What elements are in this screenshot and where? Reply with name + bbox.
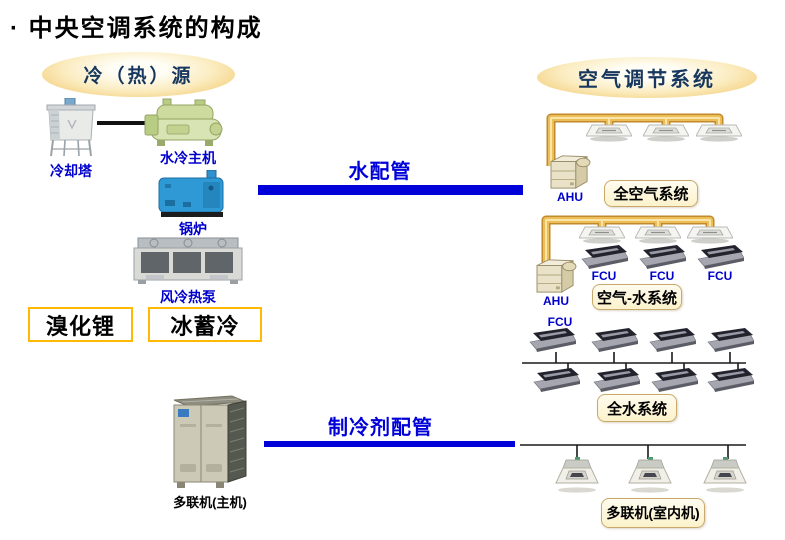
ceiling-diffuser-icon — [687, 226, 733, 244]
vrf-outdoor-unit-icon — [173, 395, 247, 488]
ceiling-diffuser-icon — [586, 124, 632, 142]
boiler-icon — [158, 170, 224, 217]
tower-chiller-connector-line — [97, 121, 145, 125]
air-system-header-label: 空气调节系统 — [578, 69, 716, 91]
fcu-icon — [706, 368, 754, 396]
option-box-lithium-bromide: 溴化锂 — [28, 307, 133, 342]
fcu-label: FCU — [591, 269, 617, 283]
system-box-all-air-label: 全空气系统 — [613, 186, 689, 203]
ceiling-diffuser-icon — [635, 226, 681, 244]
ahu-icon — [548, 152, 592, 190]
fcu-label: FCU — [707, 269, 733, 283]
option-box-ice-storage-label: 冰蓄冷 — [170, 313, 240, 339]
fcu-icon — [650, 368, 698, 396]
fcu-label: FCU — [547, 315, 573, 329]
vrf-outdoor-label: 多联机(主机) — [173, 495, 247, 510]
boiler-label: 锅炉 — [179, 221, 207, 237]
ceiling-diffuser-icon — [696, 124, 742, 142]
ahu-icon — [534, 256, 578, 294]
system-box-vrf-indoor: 多联机(室内机) — [601, 498, 705, 528]
fcu-label: FCU — [649, 269, 675, 283]
chiller-label: 水冷主机 — [160, 150, 216, 166]
system-box-vrf-indoor-label: 多联机(室内机) — [606, 505, 700, 521]
source-header-ellipse: 冷（热）源 — [42, 52, 235, 97]
system-box-all-air: 全空气系统 — [604, 180, 698, 207]
option-box-ice-storage: 冰蓄冷 — [148, 307, 262, 342]
vrf-refrigerant-lines — [520, 444, 746, 459]
system-box-all-water-label: 全水系统 — [606, 400, 667, 418]
cooling-tower-icon — [46, 98, 96, 157]
cooling-tower-label: 冷却塔 — [50, 163, 92, 179]
air-system-header-ellipse: 空气调节系统 — [537, 57, 757, 98]
cassette-unit-icon — [701, 456, 749, 494]
water-pipe-label: 水配管 — [348, 161, 412, 183]
system-box-all-water: 全水系统 — [597, 394, 677, 422]
cassette-unit-icon — [626, 456, 674, 494]
ceiling-diffuser-icon — [643, 124, 689, 142]
water-cooled-chiller-icon — [144, 98, 223, 146]
system-box-air-water: 空气-水系统 — [592, 284, 682, 310]
heat-pump-label: 风冷热泵 — [160, 289, 216, 305]
ahu-label: AHU — [557, 190, 583, 204]
ceiling-diffuser-icon — [579, 226, 625, 244]
fcu-icon — [592, 368, 640, 396]
refrigerant-pipe-bar — [264, 441, 515, 447]
source-header-label: 冷（热）源 — [83, 66, 194, 87]
fcu-icon — [532, 368, 580, 396]
system-box-air-water-label: 空气-水系统 — [597, 289, 677, 307]
cassette-unit-icon — [553, 456, 601, 494]
refrigerant-pipe-label: 制冷剂配管 — [328, 417, 433, 439]
air-cooled-heat-pump-icon — [133, 237, 243, 284]
ahu-label: AHU — [543, 294, 569, 308]
water-pipe-bar — [258, 185, 523, 195]
page-title: · 中央空调系统的构成 — [10, 15, 263, 42]
option-box-lithium-bromide-label: 溴化锂 — [45, 313, 115, 339]
